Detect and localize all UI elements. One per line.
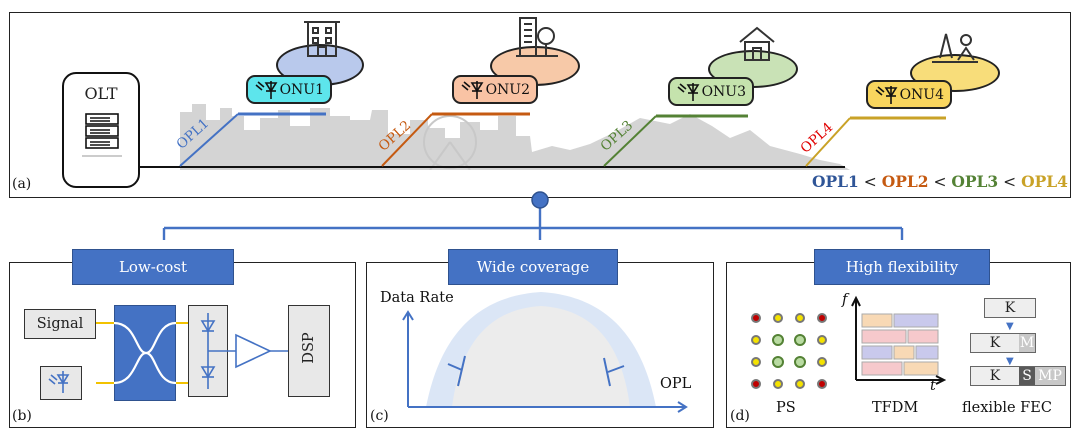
server-rack-icon	[82, 113, 122, 157]
onu1-box: ONU1	[246, 75, 332, 104]
onu3-label: ONU3	[701, 83, 746, 100]
signal-box: Signal	[24, 309, 96, 339]
office-tree-icon	[516, 17, 558, 57]
panel-b-label: (b)	[12, 408, 32, 424]
opl-links	[179, 112, 946, 167]
tfdm-t-axis: t	[930, 378, 936, 394]
onu2-label: ONU2	[485, 81, 530, 98]
dsp-box	[288, 305, 330, 397]
fec-arrow-1: ▼	[1006, 321, 1014, 332]
fec-label: flexible FEC	[962, 400, 1052, 416]
panel-a-label: (a)	[12, 176, 32, 192]
onu1-label: ONU1	[279, 81, 324, 98]
tfdm-label: TFDM	[872, 400, 919, 416]
onu2-box: ONU2	[452, 75, 538, 104]
tfdm-grid	[851, 295, 946, 385]
tfdm-f-axis: f	[842, 292, 848, 308]
panel-c-title: Wide coverage	[448, 249, 618, 285]
coverage-plot	[402, 292, 688, 413]
park-icon	[932, 33, 978, 63]
opl-legend: OPL1 < OPL2 < OPL3 < OPL4	[812, 172, 1068, 191]
legend-opl1: OPL1	[812, 172, 859, 191]
y-axis-label: Data Rate	[380, 290, 454, 306]
fec-m2: M	[1019, 334, 1035, 352]
onu4-label: ONU4	[899, 86, 944, 103]
coupler-fibers	[96, 321, 188, 385]
onu4-box: ONU4	[866, 80, 952, 109]
x-axis-label: OPL	[660, 376, 692, 392]
signal-label: Signal	[36, 316, 84, 332]
balanced-photodiodes	[200, 313, 288, 389]
ps-constellation	[751, 313, 827, 389]
legend-lt2: <	[928, 173, 952, 191]
legend-lt1: <	[858, 173, 882, 191]
panel-d-title: High flexibility	[814, 249, 990, 285]
coupler-box	[114, 305, 176, 401]
fec-row-2: K M	[970, 333, 1036, 353]
connector-tree	[162, 191, 904, 240]
fec-k2: K	[971, 334, 1019, 352]
dsp-label: DSP	[301, 332, 317, 364]
fec-row-1: K	[984, 298, 1036, 318]
fec-k3: K	[971, 367, 1019, 385]
legend-lt3: <	[998, 173, 1022, 191]
fec-mp3: MP	[1035, 367, 1065, 385]
legend-opl4: OPL4	[1021, 172, 1068, 191]
fec-row-3: K S MP	[970, 366, 1066, 386]
panel-d-label: (d)	[730, 408, 750, 424]
ps-label: PS	[776, 400, 796, 416]
olt-label: OLT	[84, 84, 118, 103]
onu3-box: ONU3	[668, 77, 754, 106]
photodiode-icon	[255, 81, 278, 99]
fec-k1: K	[1004, 300, 1016, 316]
legend-opl2: OPL2	[881, 172, 929, 191]
photodiode-icon	[875, 86, 898, 104]
photodiode-icon	[677, 83, 700, 101]
panel-c-label: (c)	[370, 408, 389, 424]
fec-arrow-2: ▼	[1006, 356, 1014, 367]
photodiode-icon	[461, 81, 484, 99]
building-icon	[304, 21, 340, 57]
skyline-silhouette	[180, 104, 850, 170]
house-icon	[739, 26, 775, 61]
fec-s3: S	[1019, 367, 1035, 385]
fiber-trunk-line	[140, 166, 845, 168]
legend-opl3: OPL3	[951, 172, 999, 191]
photodiode-icon	[48, 371, 70, 393]
panel-b-title: Low-cost	[72, 249, 234, 285]
